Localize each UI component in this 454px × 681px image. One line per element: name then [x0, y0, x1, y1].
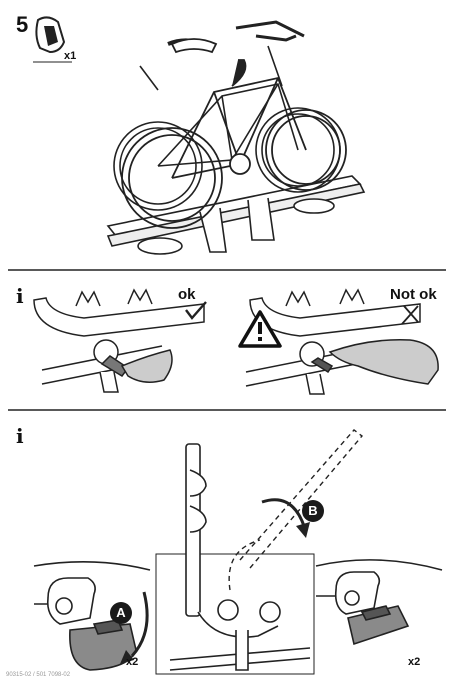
clamp-detail-right [315, 559, 443, 646]
step-number: 5 [16, 12, 29, 37]
warning-triangle-icon [238, 310, 282, 348]
bike-front [121, 20, 347, 229]
info-icon: i [16, 284, 24, 308]
quantity-left: x2 [126, 656, 139, 668]
cross-icon [401, 305, 419, 325]
ratchet-strap-part-icon [33, 16, 72, 63]
upright-arm [169, 443, 311, 671]
rotation-arrow-a [120, 591, 149, 664]
check-icon [185, 301, 207, 320]
part-quantity: x1 [64, 50, 77, 62]
marker-b: B [302, 500, 324, 522]
clamp-detail-left [33, 561, 151, 671]
not-ok-illustration [245, 288, 439, 395]
quantity-right: x2 [408, 656, 421, 668]
rotation-arrow-icon [261, 498, 310, 538]
ok-illustration [33, 288, 205, 393]
info-icon: i [16, 424, 24, 448]
not-ok-label: Not ok [390, 286, 437, 303]
marker-a: A [110, 602, 132, 624]
footer-code: 90315-02 / 501 7098-02 [6, 672, 71, 678]
carrier-platform [106, 175, 366, 255]
ok-label: ok [178, 286, 196, 303]
folded-arm-dashed [228, 429, 364, 591]
